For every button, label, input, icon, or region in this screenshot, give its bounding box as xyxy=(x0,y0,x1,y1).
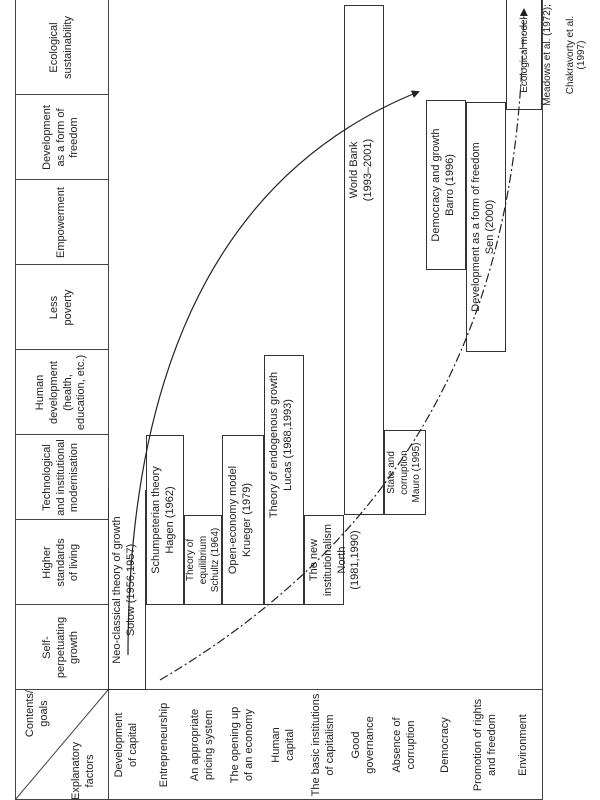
dashdot-arrow-curve xyxy=(159,8,528,681)
solid-arrow-curve xyxy=(127,90,420,656)
